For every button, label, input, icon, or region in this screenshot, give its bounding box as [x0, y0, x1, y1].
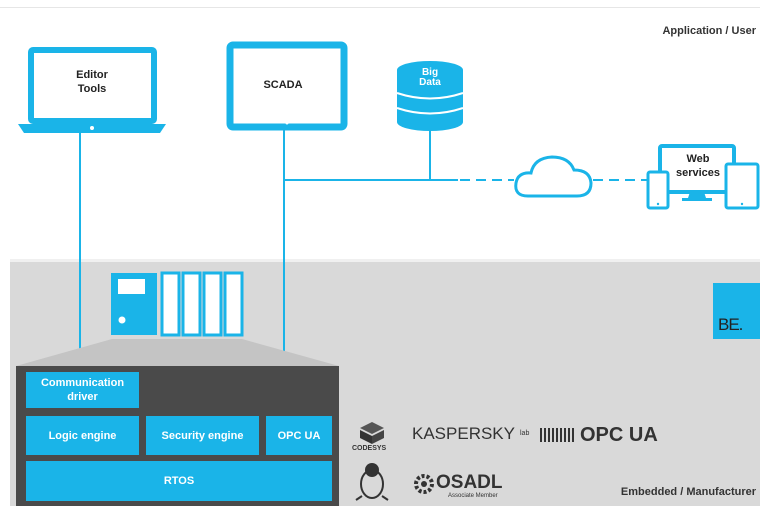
be-logo: BE.: [713, 283, 760, 339]
cloud-icon: [514, 155, 593, 198]
comm-label-2: driver: [67, 391, 98, 403]
logic-engine-block: Logic engine: [26, 416, 139, 455]
plc-hardware-icon: [111, 271, 244, 337]
bigdata-label-1: Big: [422, 67, 438, 78]
web-devices-icon: [646, 144, 760, 210]
layer-separator: [10, 259, 760, 262]
codesys-logo-text: CODESYS: [352, 445, 387, 452]
security-engine-block: Security engine: [146, 416, 259, 455]
linux-icon: [355, 463, 389, 501]
plc-projection: [16, 339, 339, 366]
editor-label-2: Tools: [78, 83, 107, 95]
kaspersky-logo: KASPERSKY: [412, 424, 515, 443]
scada-label: SCADA: [263, 79, 302, 91]
software-stack: Communication driver Logic engine Securi…: [16, 366, 339, 506]
opc-ua-logo: OPC UA: [580, 424, 658, 446]
comm-label-1: Communication: [40, 377, 125, 389]
kaspersky-lab-text: lab: [520, 430, 530, 437]
web-label-2: services: [676, 167, 720, 179]
rtos-block: RTOS: [26, 461, 332, 501]
osadl-logo: OSADL: [436, 472, 503, 493]
editor-label-1: Editor: [76, 69, 108, 81]
laptop-icon: [18, 47, 166, 133]
database-icon: [396, 61, 464, 131]
application-user-label: Application / User: [662, 25, 756, 37]
opc-foundation-mark: [540, 428, 576, 442]
be-logo-text: BE.: [718, 315, 743, 334]
top-divider: [0, 7, 760, 8]
opc-ua-block: OPC UA: [266, 416, 332, 455]
osadl-member-text: Associate Member: [448, 493, 498, 499]
communication-driver-block: Communication driver: [26, 372, 139, 408]
web-label-1: Web: [686, 153, 709, 165]
embedded-manufacturer-label: Embedded / Manufacturer: [620, 486, 756, 498]
bigdata-label-2: Data: [419, 77, 441, 88]
codesys-icon: [360, 422, 384, 444]
tablet-icon: [226, 41, 348, 131]
osadl-icon: [414, 474, 434, 494]
